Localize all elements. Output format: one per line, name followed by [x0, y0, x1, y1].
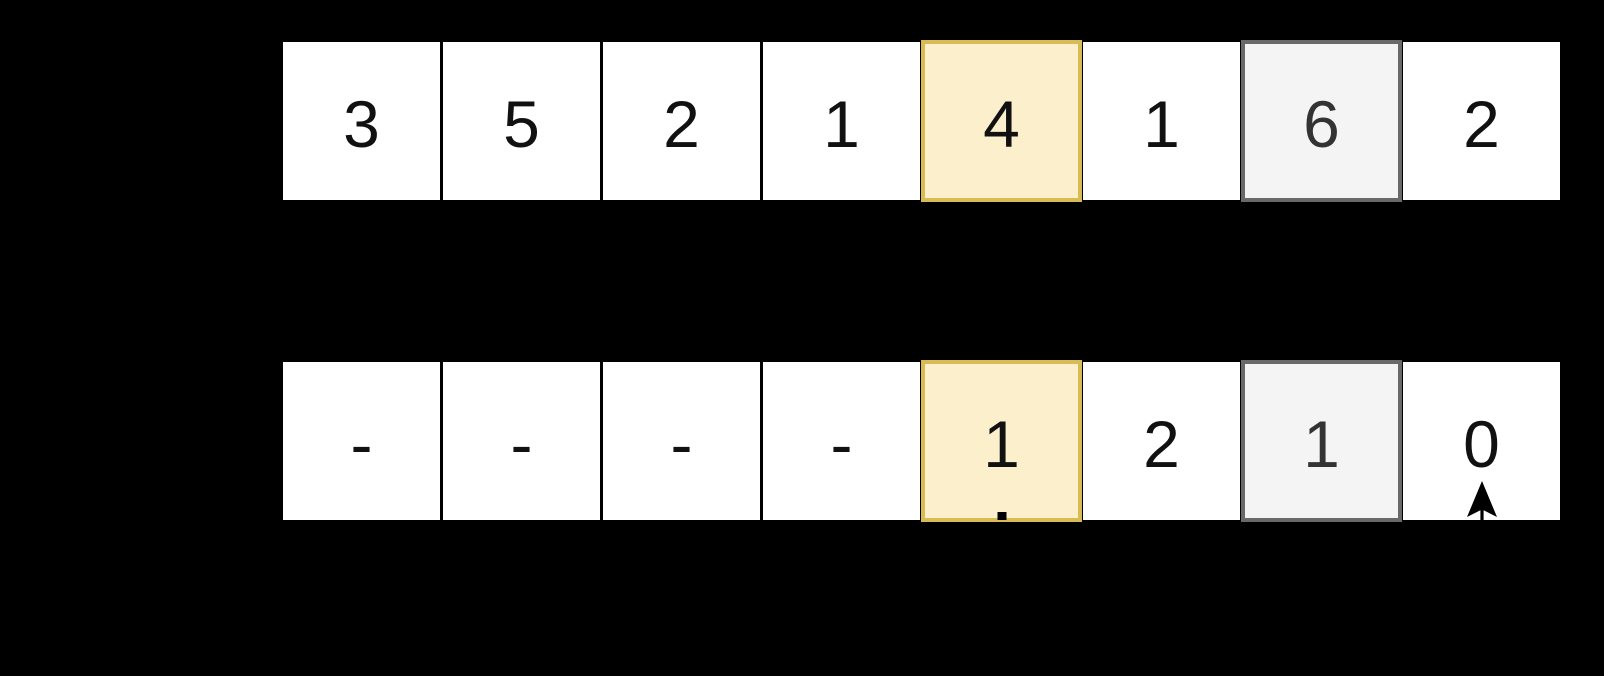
array-cell-pointed: 0	[1403, 362, 1560, 520]
array-cell: 2	[1083, 362, 1240, 520]
array-cell: 3	[283, 42, 440, 200]
array-cell-current: 1	[921, 360, 1082, 522]
array-cell: 2	[603, 42, 760, 200]
cell-value: 3	[343, 87, 380, 161]
array-cell: -	[283, 362, 440, 520]
array-cell: -	[763, 362, 920, 520]
cell-value: -	[670, 407, 693, 481]
up-arrow-icon	[1466, 481, 1497, 520]
jumps-array-row: - - - - 1 2 1 0	[283, 360, 1560, 522]
cell-value: 1	[1143, 87, 1180, 161]
cell-value: 0	[1463, 407, 1500, 481]
cell-value: 2	[1463, 87, 1500, 161]
cell-value: 1	[823, 87, 860, 161]
array-cell: 1	[1083, 42, 1240, 200]
array-cell: -	[443, 362, 600, 520]
array-cell: 1	[763, 42, 920, 200]
array-cell: -	[603, 362, 760, 520]
input-array-row: 3 5 2 1 4 1 6 2	[283, 40, 1560, 202]
arrow-tip-notch-icon	[997, 512, 1006, 520]
cell-value: 2	[663, 87, 700, 161]
cell-value: 5	[503, 87, 540, 161]
array-cell-current: 4	[921, 40, 1082, 202]
cell-value: 1	[1303, 407, 1340, 481]
array-cell: 5	[443, 42, 600, 200]
cell-value: 1	[983, 407, 1020, 481]
cell-value: 4	[983, 87, 1020, 161]
cell-value: 6	[1303, 87, 1340, 161]
cell-value: -	[830, 407, 853, 481]
cell-value: -	[510, 407, 533, 481]
array-cell-visited: 6	[1241, 40, 1402, 202]
array-cell-visited: 1	[1241, 360, 1402, 522]
array-cell: 2	[1403, 42, 1560, 200]
cell-value: 2	[1143, 407, 1180, 481]
cell-value: -	[350, 407, 373, 481]
